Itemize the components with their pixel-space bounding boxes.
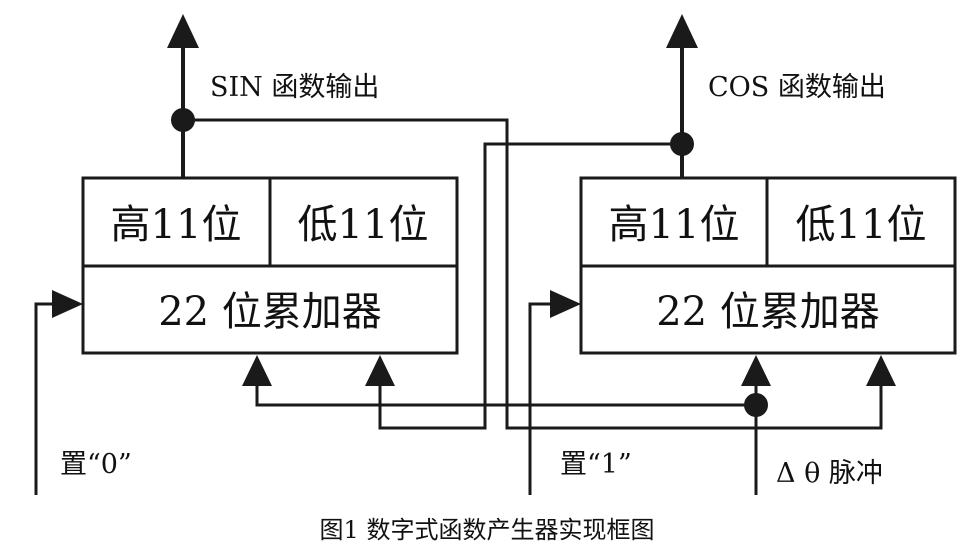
cos-junction-dot bbox=[670, 132, 694, 156]
figure-caption: 图1 数字式函数产生器实现框图 bbox=[320, 516, 655, 544]
cos-output-arrow-icon bbox=[666, 14, 698, 48]
left-high-bits-label: 高11位 bbox=[111, 202, 242, 248]
right-high-bits-label: 高11位 bbox=[609, 202, 740, 248]
right-feedback-arrow-icon bbox=[866, 355, 896, 386]
left-reset-arrow-icon bbox=[52, 290, 83, 318]
right-reset-label: 置“1” bbox=[560, 449, 632, 480]
sin-junction-dot bbox=[171, 108, 195, 132]
left-clock-arrow-icon bbox=[242, 355, 272, 386]
pulse-label: Δ θ 脉冲 bbox=[776, 458, 883, 489]
pulse-junction-dot bbox=[744, 393, 768, 417]
sin-output-label: SIN 函数输出 bbox=[210, 72, 379, 103]
left-reset-label: 置“0” bbox=[60, 449, 132, 480]
left-accumulator-label: 22 位累加器 bbox=[158, 289, 382, 335]
left-feedback-arrow-icon bbox=[365, 355, 395, 386]
right-low-bits-label: 低11位 bbox=[796, 202, 927, 248]
right-clock-arrow-icon bbox=[741, 355, 771, 386]
right-accumulator-block: 高11位 低11位 22 位累加器 bbox=[579, 176, 957, 355]
cos-feedback-wire bbox=[378, 142, 682, 430]
sin-output-arrow-icon bbox=[167, 14, 199, 48]
right-reset-arrow-icon bbox=[550, 290, 581, 318]
cos-output-label: COS 函数输出 bbox=[708, 72, 886, 103]
left-low-bits-label: 低11位 bbox=[298, 202, 429, 248]
right-reset-wire bbox=[528, 302, 556, 495]
left-reset-wire bbox=[34, 302, 62, 495]
sin-feedback-wire bbox=[183, 118, 883, 430]
left-accumulator-block: 高11位 低11位 22 位累加器 bbox=[81, 176, 459, 355]
right-accumulator-label: 22 位累加器 bbox=[656, 289, 880, 335]
